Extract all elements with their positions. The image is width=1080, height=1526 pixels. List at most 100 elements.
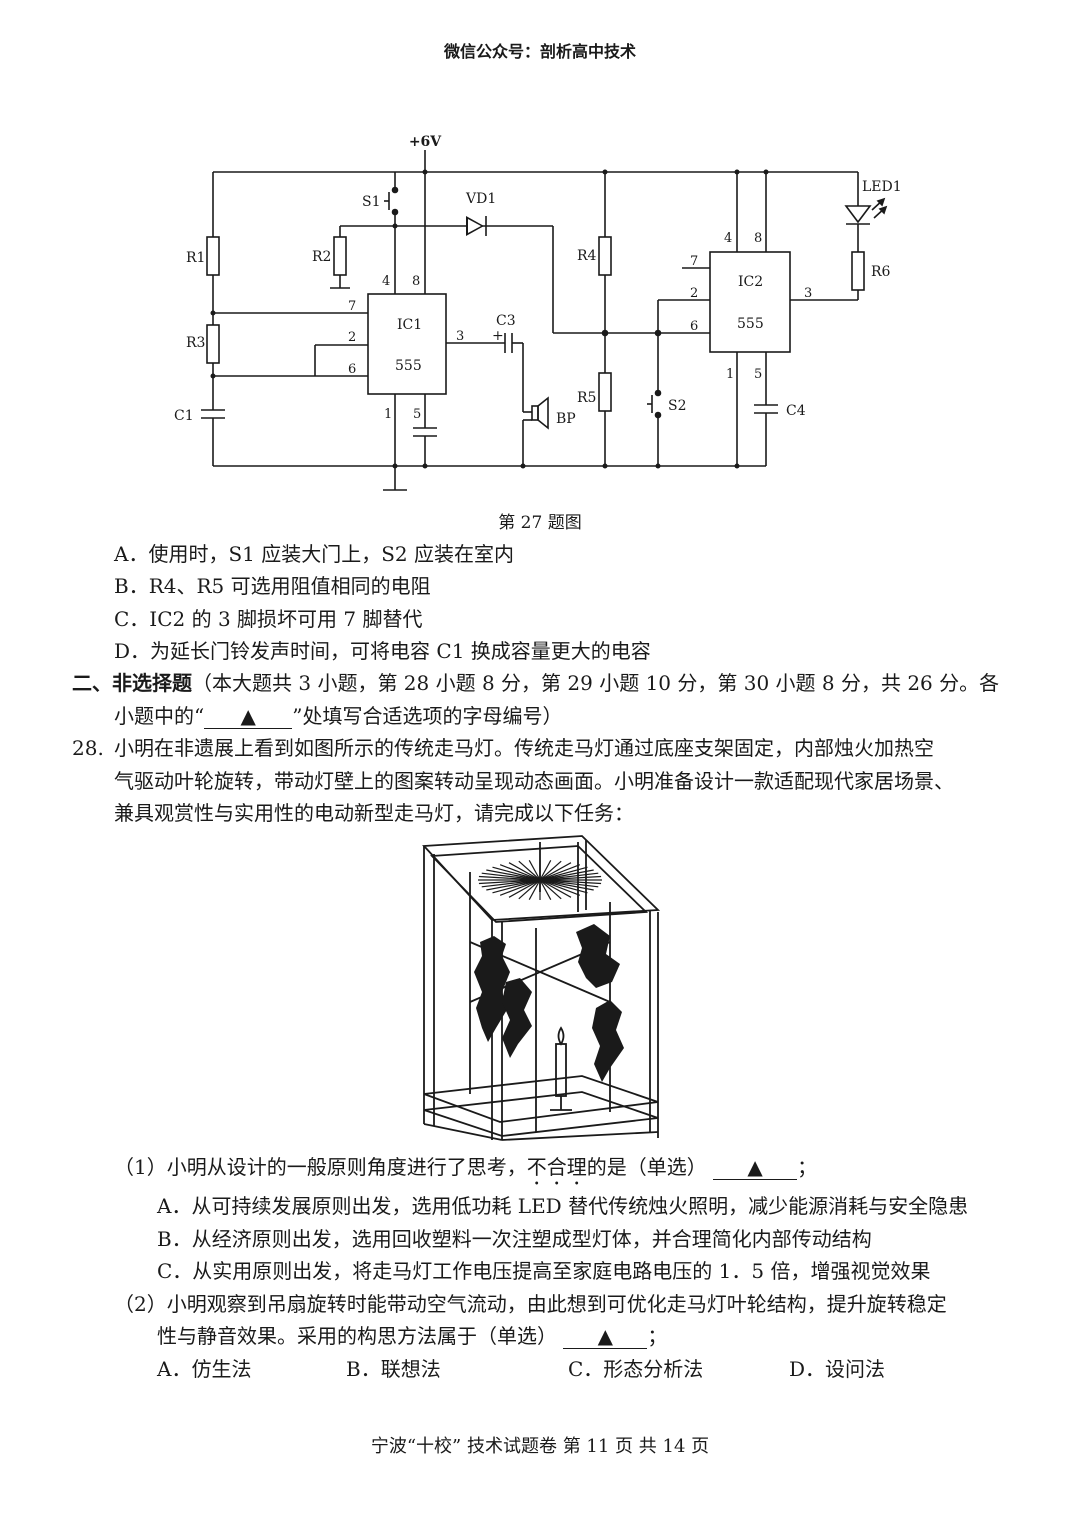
sub1-option-c: C．从实用原则出发，将走马灯工作电压提高至家庭电路电压的 1．5 倍，增强视觉效… <box>157 1259 931 1283</box>
ic1-pin1: 1 <box>384 407 392 422</box>
sub1-option-a: A．从可持续发展原则出发，选用低功耗 LED 替代传统烛火照明，减少能源消耗与安… <box>157 1194 969 1218</box>
label-ic1-555: 555 <box>395 358 422 374</box>
label-r5: R5 <box>577 390 596 406</box>
section-2-desc-2b: ”处填写合适选项的字母编号） <box>292 704 563 728</box>
ic2-pin1: 1 <box>726 367 734 382</box>
q28-number: 28. <box>72 736 104 760</box>
label-c4: C4 <box>786 403 806 419</box>
impeller-blade <box>539 866 588 881</box>
ic2-pin2: 2 <box>690 286 698 301</box>
impeller-blade <box>508 879 541 898</box>
q28-line-3: 兼具观赏性与实用性的电动新型走马灯，请完成以下任务： <box>114 801 634 825</box>
sub2-option-b: B．联想法 <box>346 1357 441 1381</box>
label-vd1: VD1 <box>465 191 496 207</box>
q27-option-a: A．使用时，S1 应装大门上，S2 应装在室内 <box>114 542 515 566</box>
impeller-blade <box>539 879 562 900</box>
section-2-title: 二、非选择题 <box>72 671 192 695</box>
q27-option-d: D．为延长门铃发声时间，可将电容 C1 换成容量更大的电容 <box>114 639 651 663</box>
label-r4: R4 <box>577 248 597 264</box>
ic2-pin7: 7 <box>690 254 698 269</box>
impeller-blade <box>492 866 541 881</box>
impeller-blade <box>518 860 541 881</box>
impeller-blade <box>539 879 581 896</box>
sub2-answer-blank[interactable]: ▲ <box>563 1324 648 1349</box>
impeller-blade <box>486 879 541 891</box>
impeller-blade <box>539 879 594 891</box>
impeller-blade <box>539 860 562 881</box>
label-bp: BP <box>556 411 576 427</box>
ic2-pin4: 4 <box>724 231 732 246</box>
impeller-blade <box>478 875 541 881</box>
impeller-blade <box>539 879 572 898</box>
sub2-option-c: C．形态分析法 <box>568 1357 704 1381</box>
label-c1: C1 <box>174 408 194 424</box>
sub2-option-a: A．仿生法 <box>157 1357 252 1381</box>
sub1-stem: （1）小明从设计的一般原则角度进行了思考，不合理的是（单选） ▲； <box>114 1151 817 1190</box>
label-r6: R6 <box>871 264 891 280</box>
figure-caption: 第 27 题图 <box>498 513 582 533</box>
impeller-blade <box>539 864 581 881</box>
impeller-blade <box>539 869 594 881</box>
ic1-pin6: 6 <box>348 362 356 377</box>
label-r3: R3 <box>186 335 205 351</box>
label-s2: S2 <box>668 398 687 414</box>
impeller-blade <box>486 869 541 881</box>
lantern-illustration <box>422 835 661 1141</box>
impeller-blade <box>528 879 541 900</box>
sub2-option-d: D．设问法 <box>789 1357 886 1381</box>
label-ic2: IC2 <box>738 274 763 290</box>
ic1-pin3: 3 <box>456 329 464 344</box>
section-2-desc-1: （本大题共 3 小题，第 28 小题 8 分，第 29 小题 10 分，第 30… <box>192 671 1000 695</box>
page-footer: 宁波“十校” 技术试题卷 第 11 页 共 14 页 <box>370 1436 710 1457</box>
sub2-stem: 性与静音效果。采用的构思方法属于（单选） <box>157 1324 557 1348</box>
impeller-blade <box>539 879 599 888</box>
label-c3: C3 <box>496 313 516 329</box>
sub1-emphasis: 不合理 <box>526 1155 587 1179</box>
sub1-suffix: 的是（单选） <box>586 1155 707 1179</box>
label-c3-plus: + <box>492 328 504 344</box>
sub2-line-2: 性与静音效果。采用的构思方法属于（单选） ▲； <box>157 1320 667 1352</box>
answer-blank-example: ▲ <box>204 704 293 729</box>
impeller-blade <box>539 860 552 881</box>
q27-option-b: B．R4、R5 可选用阻值相同的电阻 <box>114 574 431 598</box>
impeller-blade <box>508 862 541 881</box>
impeller-blade <box>499 879 541 896</box>
ic2-pin5: 5 <box>754 367 762 382</box>
section-2-heading: 二、非选择题（本大题共 3 小题，第 28 小题 8 分，第 29 小题 10 … <box>72 667 999 699</box>
sub1-answer-blank[interactable]: ▲ <box>713 1155 798 1180</box>
impeller-blade <box>528 860 541 881</box>
q27-option-c: C．IC2 的 3 脚损坏可用 7 脚替代 <box>114 607 423 631</box>
label-r1: R1 <box>186 250 205 266</box>
ic2-pin6: 6 <box>690 319 698 334</box>
section-2-desc-2a: 小题中的“ <box>114 704 205 728</box>
sub2-line-1: （2）小明观察到吊扇旋转时能带动空气流动，由此想到可优化走马灯叶轮结构，提升旋转… <box>114 1292 947 1316</box>
sub1-prefix: （1）小明从设计的一般原则角度进行了思考， <box>114 1155 527 1179</box>
label-r2: R2 <box>312 249 331 265</box>
ic2-pin3: 3 <box>804 286 812 301</box>
impeller-blade <box>539 875 602 881</box>
impeller-blade <box>539 879 602 885</box>
sub1-option-b: B．从经济原则出发，选用回收塑料一次注塑成型灯体，并合理简化内部传动结构 <box>157 1227 872 1251</box>
ic1-pin5: 5 <box>413 407 421 422</box>
impeller-blade <box>518 879 541 900</box>
ic1-pin2: 2 <box>348 330 356 345</box>
sub2-end: ； <box>647 1324 668 1348</box>
page-header: 微信公众号：剖析高中技术 <box>443 42 636 61</box>
label-s1: S1 <box>362 194 381 210</box>
label-led1: LED1 <box>862 179 902 195</box>
ic2-pin8: 8 <box>754 231 762 246</box>
q28-line-1: 小明在非遗展上看到如图所示的传统走马灯。传统走马灯通过底座支架固定，内部烛火加热… <box>114 736 934 760</box>
ic1-pin8: 8 <box>412 274 420 289</box>
impeller-blade <box>492 879 541 894</box>
impeller-blade <box>539 879 552 900</box>
label-vcc: +6V <box>409 134 442 150</box>
label-ic1: IC1 <box>397 317 422 333</box>
impeller-blade <box>539 862 572 881</box>
ic1-pin4: 4 <box>382 274 390 289</box>
impeller-blade <box>499 864 541 881</box>
label-ic2-555: 555 <box>737 316 764 332</box>
sub1-end: ； <box>797 1155 818 1179</box>
impeller-blade <box>481 872 541 881</box>
q28-line-2: 气驱动叶轮旋转，带动灯壁上的图案转动呈现动态画面。小明准备设计一款适配现代家居场… <box>114 769 954 793</box>
ic1-pin7: 7 <box>348 299 356 314</box>
